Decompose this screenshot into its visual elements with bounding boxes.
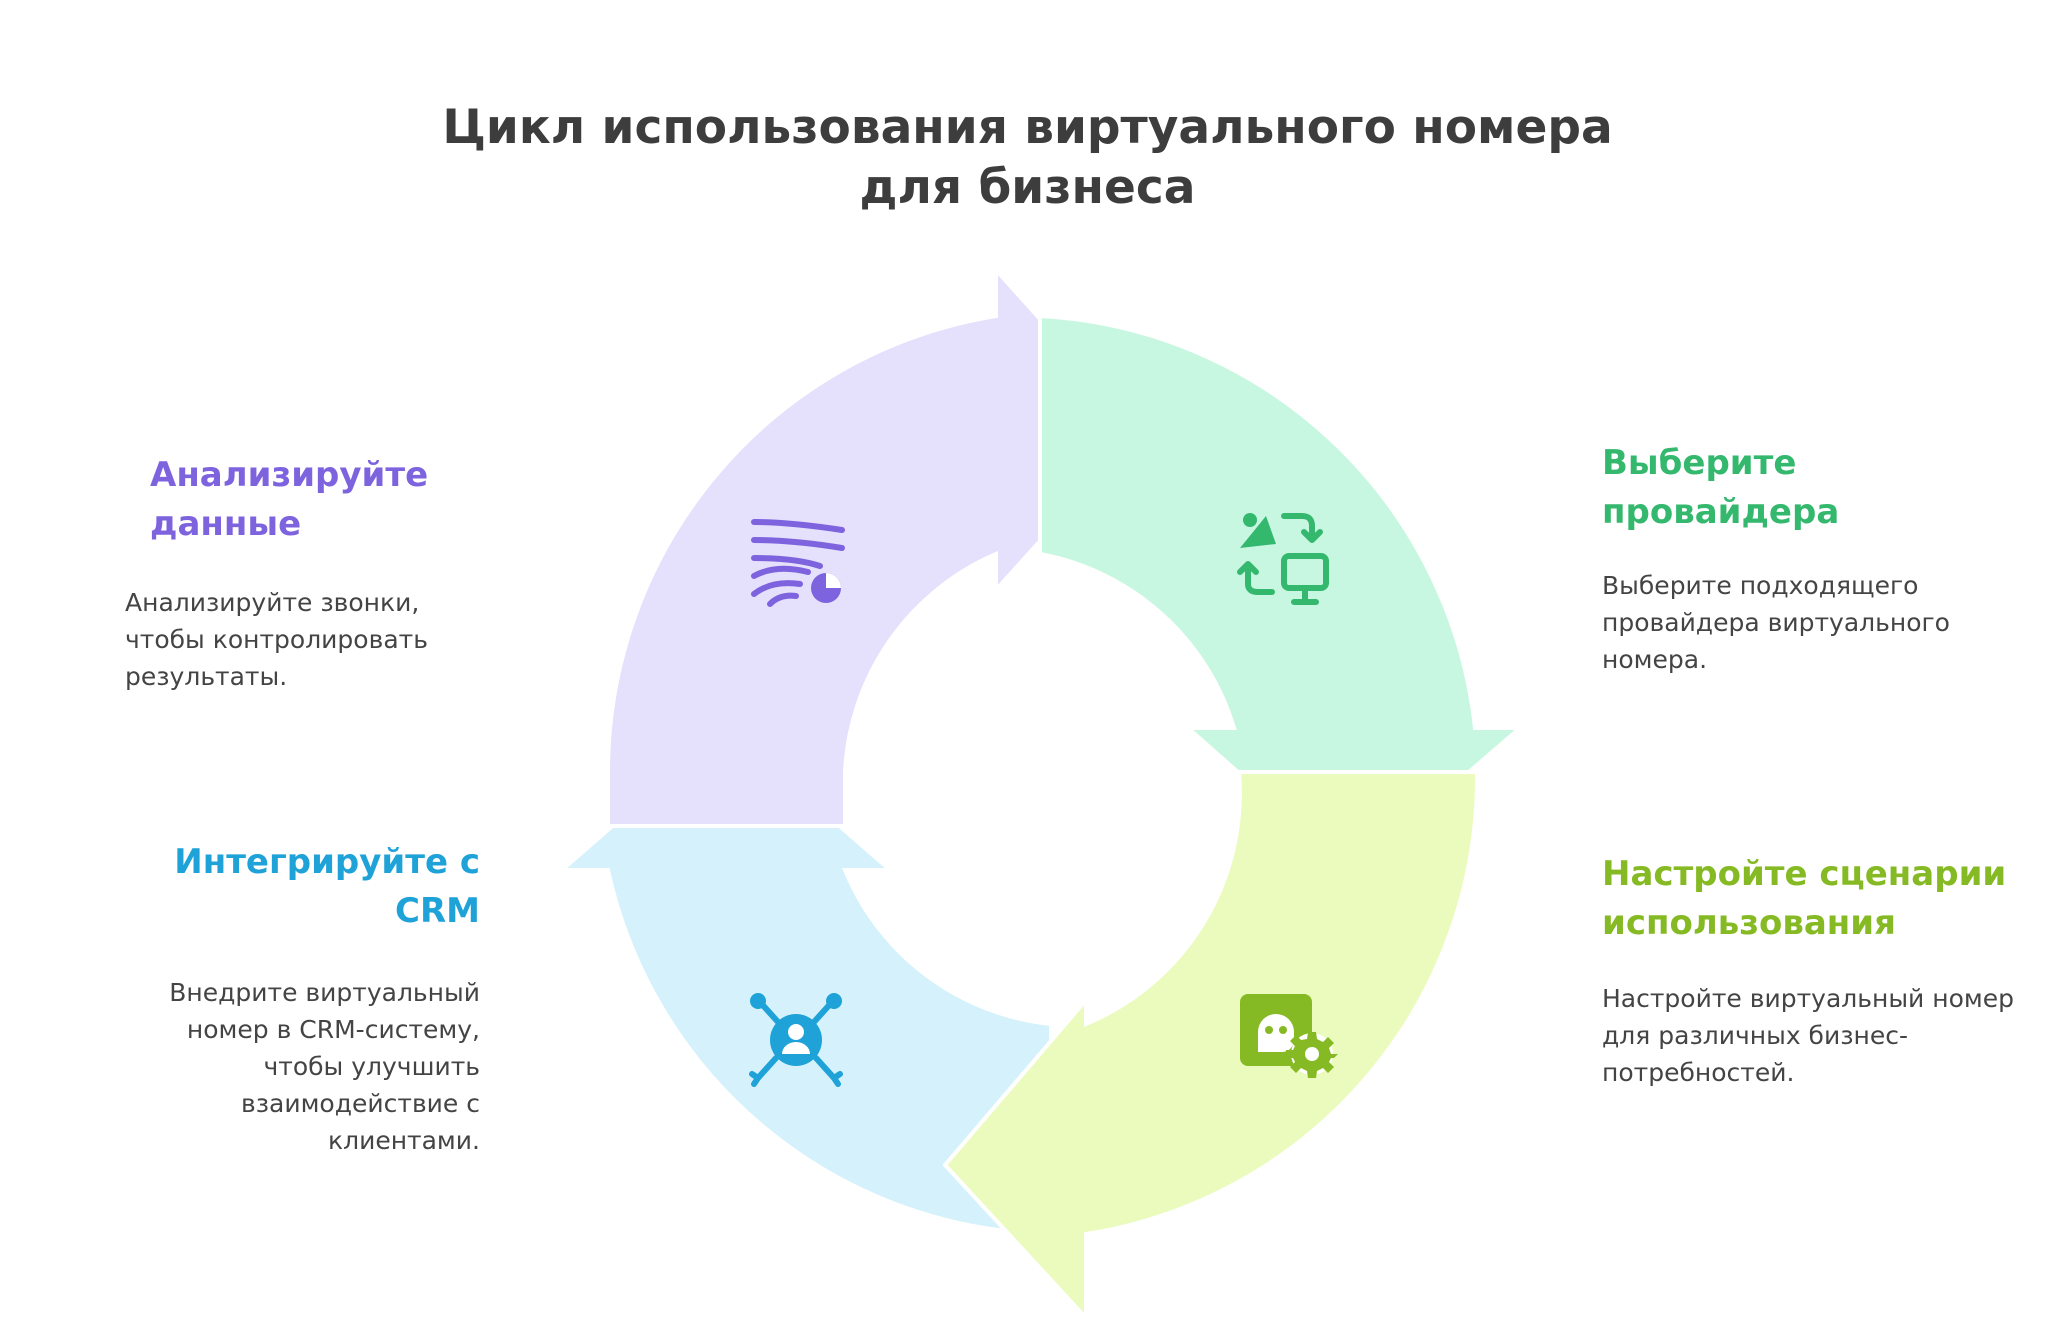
step-select-provider-heading: Выберите провайдера [1602, 443, 1840, 532]
diagram-title: Цикл использования виртуального номера д… [0, 98, 2055, 218]
step-analyze-text: Анализируйте звонки, чтобы контролироват… [125, 588, 428, 691]
step-integrate-crm-heading: Интегрируйте с CRM [174, 842, 480, 931]
title-line-2: для бизнеса [859, 160, 1196, 215]
step-integrate-crm-text: Внедрите виртуальный номер в CRM-систему… [169, 978, 480, 1155]
cycle-arrow-analyze [606, 264, 1143, 828]
step-configure-scenarios-text: Настройте виртуальный номер для различны… [1602, 984, 2014, 1087]
step-integrate-crm: Интегрируйте с CRM Внедрите виртуальный … [100, 838, 480, 1159]
cycle-arrow-integrate [556, 724, 1053, 1272]
step-configure-scenarios-heading: Настройте сценарии использования [1602, 854, 2007, 943]
cycle-arrow-select [1038, 313, 1526, 876]
step-configure-scenarios: Настройте сценарии использования Настрой… [1602, 850, 2032, 1091]
analytics-icon [751, 519, 845, 607]
step-analyze-heading: Анализируйте данные [150, 455, 429, 544]
user-network-icon [749, 993, 843, 1087]
step-select-provider: Выберите провайдера Выберите подходящего… [1602, 439, 2022, 678]
title-line-1: Цикл использования виртуального номера [442, 100, 1613, 155]
step-select-provider-text: Выберите подходящего провайдера виртуаль… [1602, 571, 1950, 674]
cycle-arrow-configure [942, 770, 1480, 1318]
robot-settings-icon [1240, 994, 1338, 1078]
step-analyze: Анализируйте данные Анализируйте звонки,… [125, 451, 490, 695]
transfer-icon [1237, 513, 1329, 605]
